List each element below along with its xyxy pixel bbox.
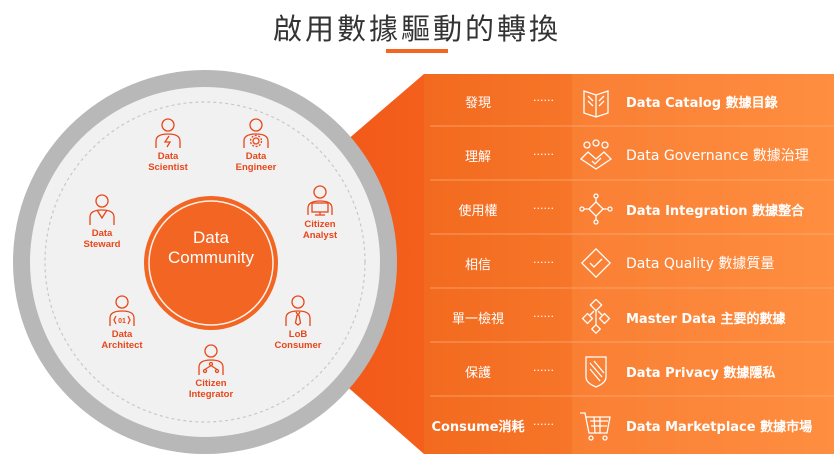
row-dots: ······	[533, 364, 554, 377]
row-privacy: 保護 ······ Data Privacy 數據隱私	[420, 344, 834, 398]
row-left-label: 保護	[464, 366, 491, 381]
page-title: 啟用數據驅動的轉換	[272, 12, 561, 46]
row-left-label: 相信	[464, 258, 491, 273]
row-dots: ······	[533, 94, 554, 107]
row-dots: ······	[533, 202, 554, 215]
title-underline	[386, 49, 448, 53]
row-left-label: 發現	[464, 96, 491, 111]
row-left-label: 使用權	[458, 204, 498, 219]
row-quality: 相信 ······ Data Quality 數據質量	[420, 236, 834, 290]
row-governance: 理解 ······ Data Governance 數據治理	[420, 128, 834, 182]
row-right-label: Data Governance 數據治理	[626, 148, 809, 164]
row-dots: ······	[533, 310, 554, 323]
center-label: Data Community	[168, 228, 254, 267]
row-right-label: Data Integration 數據整合	[626, 204, 805, 219]
row-left-label: 單一檢視	[451, 312, 504, 327]
diamond-check-icon	[580, 247, 612, 279]
capabilities-panel: 發現 ······ Data Catalog 數據目錄 理解 ······ Da…	[420, 74, 834, 454]
shopping-cart-icon	[580, 412, 611, 441]
row-right-label: Data Marketplace 數據市場	[626, 420, 813, 435]
steward-icon	[89, 194, 115, 225]
row-dots: ······	[533, 256, 554, 269]
row-dots: ······	[533, 148, 554, 161]
analyst-icon	[307, 185, 333, 216]
row-left-label: 理解	[464, 150, 491, 165]
row-right-label: Master Data 主要的數據	[626, 312, 786, 327]
orange-panel	[424, 74, 834, 454]
scientist-icon	[155, 118, 181, 148]
hierarchy-icon	[581, 299, 611, 335]
row-dots: ······	[533, 418, 554, 431]
integrator-icon	[198, 344, 224, 375]
svg-text:01: 01	[118, 318, 126, 325]
dashed-ring	[44, 101, 366, 423]
gear-person-icon	[243, 118, 269, 148]
row-catalog: 發現 ······ Data Catalog 數據目錄	[420, 74, 834, 128]
row-integration: 使用權 ······ Data Integration 數據整合	[420, 182, 834, 236]
row-master-data: 單一檢視 ······ Master Data 主要的數據	[420, 290, 834, 344]
row-right-label: Data Catalog 數據目錄	[626, 96, 778, 111]
handshake-icon	[579, 139, 613, 170]
tie-person-icon	[285, 295, 311, 326]
book-icon	[583, 90, 609, 118]
row-right-label: Data Quality 數據質量	[626, 256, 775, 272]
row-left-label: Consume消耗	[431, 420, 525, 435]
row-marketplace: Consume消耗 ······ Data Marketplace 數據市場	[420, 398, 834, 452]
integration-flow-icon	[579, 193, 613, 225]
center-circle	[144, 196, 278, 330]
shield-icon	[585, 356, 607, 388]
architect-icon: 01	[109, 295, 135, 326]
row-right-label: Data Privacy 數據隱私	[626, 366, 776, 381]
